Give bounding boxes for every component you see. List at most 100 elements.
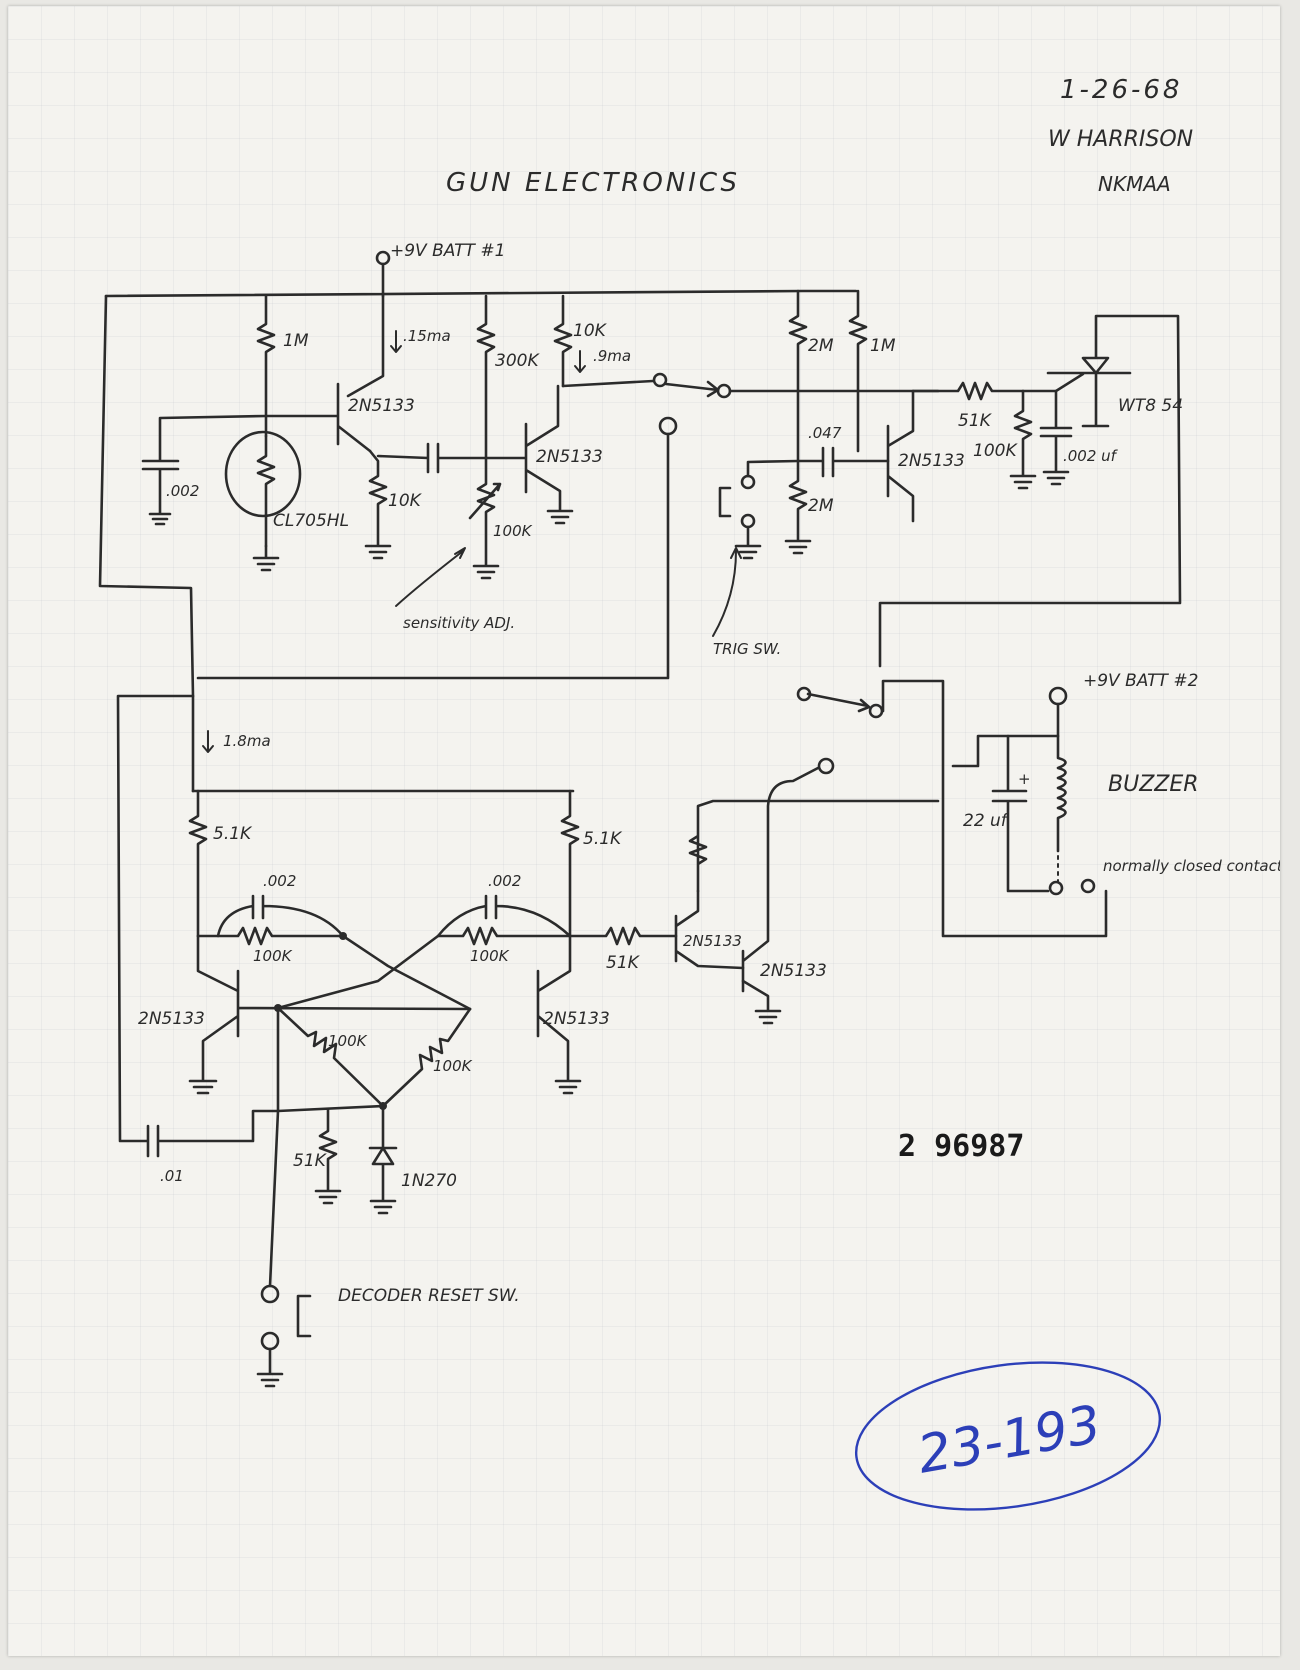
capacitor-002-left (141, 414, 268, 526)
batt1-label: +9V BATT #1 (390, 241, 505, 261)
resistor-100k-c (276, 1006, 385, 1108)
resistor-q6-load (688, 799, 940, 893)
resistor-1m-right (848, 289, 868, 453)
current-9ma: .9ma (593, 347, 631, 365)
capacitor-22uf (991, 734, 1050, 893)
resistor-51k-left (188, 789, 208, 938)
r-100k-c-label: 100K (328, 1032, 368, 1050)
power-switch-arm (806, 692, 871, 713)
diode-node-wire (276, 1104, 385, 1113)
left-feedback-wire (116, 694, 280, 1158)
code: NKMAA (1098, 172, 1171, 196)
ground-symbol (734, 525, 762, 560)
contact-label: normally closed contact (1103, 857, 1280, 875)
transistor-q3 (886, 389, 915, 523)
switch-arm (664, 380, 720, 398)
schematic-drawing: GUN ELECTRONICS 1-26-68 W HARRISON NKMAA… (98, 75, 1280, 1511)
photocell-label: CL705HL (273, 511, 349, 531)
switch-contact-1 (652, 372, 668, 388)
decoder-reset-label: DECODER RESET SW. (338, 1286, 520, 1306)
q1-label: 2N5133 (348, 396, 415, 416)
current-arrow-1 (390, 330, 402, 353)
reset-contact-1 (260, 1284, 280, 1304)
r-10k-top-label: 10K (573, 321, 608, 341)
buzzer-return-wire (881, 679, 1108, 938)
q7-label: 2N5133 (760, 961, 827, 981)
diode-label: 1N270 (401, 1171, 457, 1191)
current-arrow-2 (574, 350, 586, 373)
r-10k-emitter-label: 10K (388, 491, 423, 511)
resistor-100k-scr (1009, 389, 1037, 490)
capacitor-002-scr (1021, 389, 1073, 486)
r-2m-top-label: 2M (808, 336, 834, 356)
scr-label: WT8 54 (1118, 396, 1183, 416)
capacitor-002-b (436, 894, 572, 938)
resistor-100k-a (196, 926, 345, 946)
r-300k-label: 300K (495, 351, 540, 371)
trigger-switch-button[interactable] (718, 486, 732, 518)
r-100k-d-label: 100K (433, 1057, 473, 1075)
trigger-switch-wire (746, 459, 800, 478)
transistor-q2 (484, 384, 574, 525)
current-18ma: 1.8ma (223, 732, 271, 750)
resistor-2m-bottom (784, 459, 812, 555)
r-51k-diode-label: 51K (293, 1151, 328, 1171)
ground-symbol (252, 544, 280, 572)
r-100k-scr-label: 100K (973, 441, 1018, 461)
resistor-51k-right (560, 789, 580, 938)
transistor-q5 (536, 934, 582, 1095)
resistor-100k-d (381, 1007, 472, 1108)
q5-label: 2N5133 (543, 1009, 610, 1029)
scr-device (878, 314, 1182, 668)
q2-label: 2N5133 (536, 447, 603, 467)
buzzer-contact-1 (1048, 880, 1064, 896)
pot-100k-label: 100K (493, 522, 533, 540)
r-51k-top-label: 51K (958, 411, 993, 431)
transistor-q6 (674, 889, 745, 970)
photocell-resistor (256, 434, 276, 548)
potentiometer-100k (468, 456, 502, 580)
current-15ma: .15ma (403, 327, 451, 345)
r-51k-left-label: 5.1K (213, 824, 253, 844)
q6-label: 2N5133 (683, 932, 742, 950)
capacitor-047 (796, 446, 890, 478)
resistor-51k-diode (314, 1107, 342, 1205)
power-switch-contact-1 (796, 686, 812, 702)
power-switch-contact-2 (868, 703, 884, 719)
transistor-q1 (264, 294, 385, 453)
transistor-q4 (188, 934, 472, 1095)
batt2-label: +9V BATT #2 (1083, 671, 1198, 691)
buzzer-label: BUZZER (1108, 772, 1199, 797)
q2-output-wire (561, 379, 655, 388)
trig-arrow (712, 547, 742, 637)
q3-label: 2N5133 (898, 451, 965, 471)
cap-002-left-label: .002 (166, 482, 199, 500)
ground-symbol (256, 1347, 284, 1388)
q4-label: 2N5133 (138, 1009, 205, 1029)
trigger-switch-contact-1 (740, 474, 756, 490)
coupling-capacitor (376, 442, 488, 474)
reset-contact-2 (260, 1331, 280, 1351)
r-51k-right-label: 5.1K (583, 829, 623, 849)
resistor-10k-emitter (364, 449, 392, 560)
switch-contact-2 (716, 383, 732, 399)
r-1m-right-label: 1M (870, 336, 896, 356)
cap-047-label: .047 (808, 424, 842, 442)
buzzer-contact-2 (1080, 878, 1096, 894)
resistor-10k-top (553, 294, 573, 388)
handwritten-ref: 23-193 (914, 1395, 1106, 1486)
r-1m-left-label: 1M (283, 331, 309, 351)
sensitivity-label: sensitivity ADJ. (403, 614, 515, 632)
cap-002-a-label: .002 (263, 872, 296, 890)
q7-ground (741, 979, 782, 1025)
buzzer-coil (1056, 734, 1067, 853)
diode-1n270 (368, 1104, 398, 1215)
cap-01-label: .01 (160, 1167, 184, 1185)
stamp-number: 2 96987 (898, 1129, 1024, 1164)
decoder-reset-button[interactable] (296, 1294, 312, 1338)
author: W HARRISON (1048, 127, 1193, 152)
current-arrow-3 (202, 730, 214, 753)
resistor-51k-mid (568, 926, 678, 946)
r-100k-a-label: 100K (253, 947, 293, 965)
r-2m-bottom-label: 2M (808, 496, 834, 516)
